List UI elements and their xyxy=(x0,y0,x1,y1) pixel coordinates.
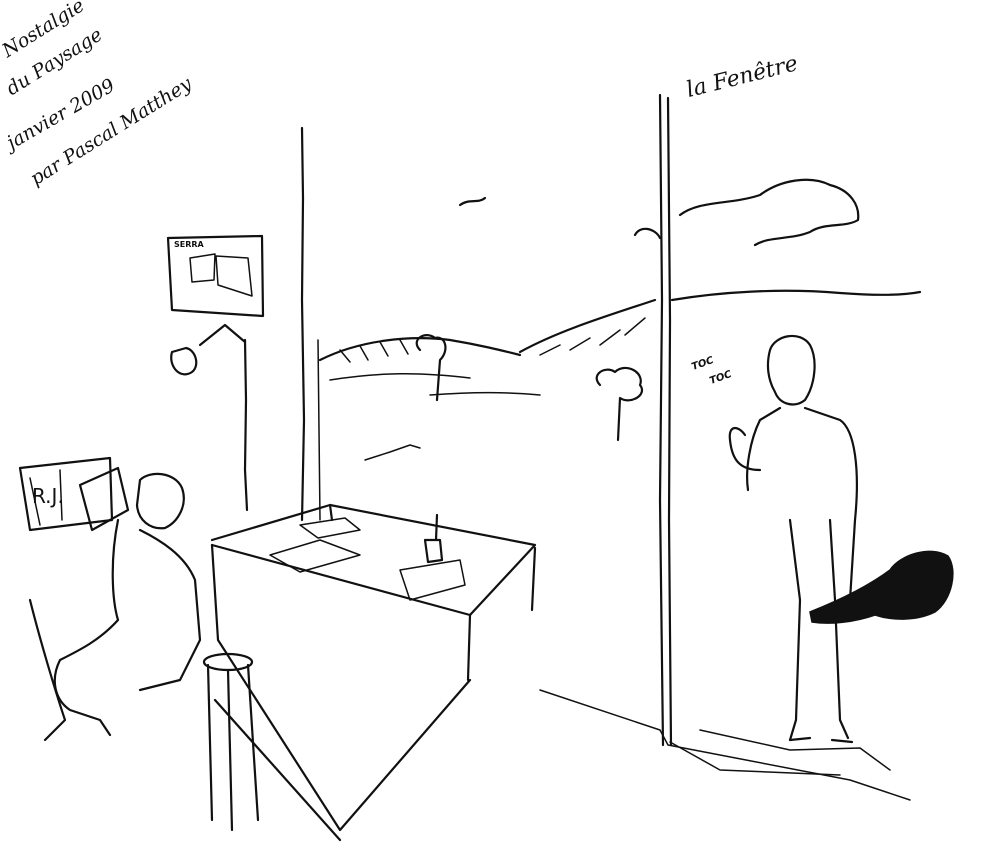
window-frame-left xyxy=(658,93,665,747)
lamp-pole xyxy=(243,338,249,512)
floor-shadow xyxy=(669,741,841,776)
window-frame-left-inner xyxy=(666,96,673,747)
seated-man xyxy=(18,456,202,742)
crate-marking: R.J. xyxy=(32,484,64,508)
desk xyxy=(210,503,537,832)
guitar-case xyxy=(809,550,954,624)
candle xyxy=(423,513,444,564)
book xyxy=(78,466,130,532)
tree xyxy=(595,366,643,442)
napkin xyxy=(399,559,466,601)
hill-left xyxy=(318,337,522,362)
poster-label: SERRA xyxy=(174,240,204,249)
tree xyxy=(415,334,447,402)
left-wall-edge xyxy=(300,126,306,522)
paper-sheet xyxy=(299,517,361,539)
standing-man xyxy=(699,334,954,771)
landscape xyxy=(318,178,922,461)
wall-lamp xyxy=(170,323,247,376)
cloud xyxy=(678,178,860,247)
head xyxy=(766,334,816,406)
bird xyxy=(458,196,487,207)
hill-right xyxy=(670,289,922,302)
knocking-hand xyxy=(728,427,762,472)
head xyxy=(135,472,185,530)
floor-line xyxy=(539,689,911,801)
hill-mid xyxy=(518,298,657,354)
cloud-small xyxy=(633,227,662,240)
room-structure xyxy=(243,93,911,801)
fallen-log xyxy=(364,444,421,461)
stool xyxy=(202,652,342,842)
paper-sheet xyxy=(269,539,361,573)
window-edge-mid xyxy=(317,339,321,521)
wall-poster xyxy=(166,234,265,318)
